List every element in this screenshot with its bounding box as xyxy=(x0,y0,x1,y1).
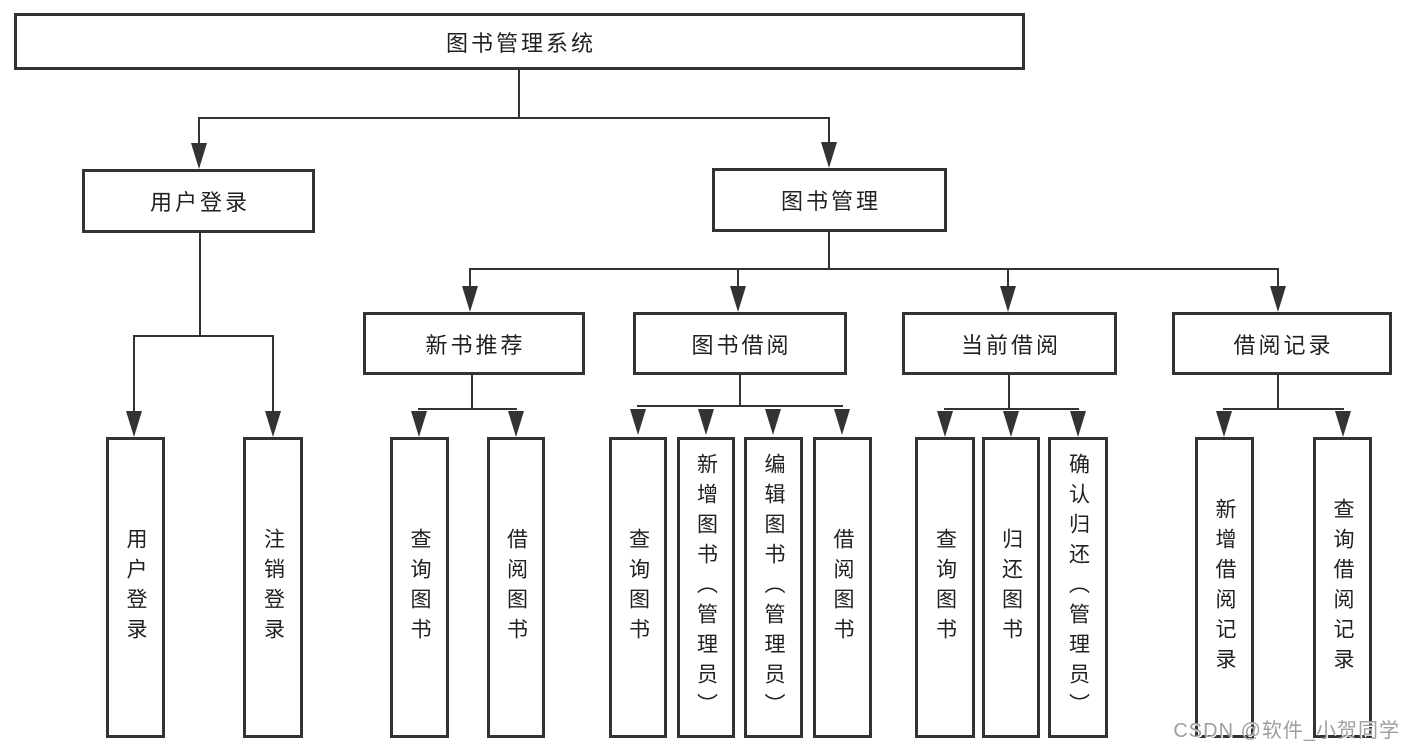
connector-line xyxy=(272,335,274,412)
arrow-down-icon xyxy=(1070,411,1086,437)
leaf-query-books-current: 查询图书 xyxy=(915,437,975,738)
node-label: 借阅记录 xyxy=(1233,332,1334,358)
connector-line xyxy=(1008,375,1010,410)
connector-line xyxy=(1223,408,1344,410)
node-label: 新增借阅记录 xyxy=(1213,497,1236,678)
node-label: 新增图书（管理员） xyxy=(694,452,718,723)
arrow-down-icon xyxy=(730,286,746,312)
arrow-down-icon xyxy=(265,411,281,437)
leaf-edit-books-admin: 编辑图书（管理员） xyxy=(744,437,803,738)
arrow-down-icon xyxy=(1335,411,1351,437)
node-label: 当前借阅 xyxy=(960,332,1061,358)
leaf-user-login: 用户登录 xyxy=(106,437,165,738)
leaf-query-books-borrow: 查询图书 xyxy=(609,437,667,738)
connector-line xyxy=(1277,375,1279,410)
connector-line xyxy=(828,117,830,144)
arrow-down-icon xyxy=(698,409,714,435)
arrow-down-icon xyxy=(508,411,524,437)
node-label: 确认归还（管理员） xyxy=(1066,452,1090,723)
connector-line xyxy=(944,408,1079,410)
arrow-down-icon xyxy=(765,409,781,435)
leaf-query-books-recommend: 查询图书 xyxy=(390,437,449,738)
node-label: 图书管理 xyxy=(780,189,881,214)
node-label: 借阅图书 xyxy=(504,527,528,648)
connector-line xyxy=(1277,268,1279,288)
node-label: 图书管理系统 xyxy=(445,30,596,56)
leaf-return-books: 归还图书 xyxy=(982,437,1040,738)
arrow-down-icon xyxy=(1216,411,1232,437)
arrow-down-icon xyxy=(126,411,142,437)
connector-line xyxy=(198,117,200,144)
leaf-borrow-books: 借阅图书 xyxy=(813,437,872,738)
node-borrowing-records: 借阅记录 xyxy=(1172,312,1392,375)
node-label: 新书推荐 xyxy=(425,332,526,358)
leaf-confirm-return-admin: 确认归还（管理员） xyxy=(1048,437,1108,738)
connector-line xyxy=(199,233,201,336)
connector-line xyxy=(469,268,1279,270)
connector-line xyxy=(828,232,830,270)
node-label: 查询借阅记录 xyxy=(1331,497,1354,678)
node-library-management-system: 图书管理系统 xyxy=(14,13,1025,70)
leaf-query-borrow-record: 查询借阅记录 xyxy=(1313,437,1372,738)
connector-line xyxy=(133,335,274,337)
node-label: 查询图书 xyxy=(626,527,650,648)
arrow-down-icon xyxy=(937,411,953,437)
connector-line xyxy=(198,117,830,119)
node-current-borrowing: 当前借阅 xyxy=(902,312,1117,375)
leaf-logout: 注销登录 xyxy=(243,437,303,738)
arrow-down-icon xyxy=(821,142,837,168)
connector-line xyxy=(418,408,517,410)
connector-line xyxy=(469,268,471,288)
arrow-down-icon xyxy=(630,409,646,435)
csdn-watermark: CSDN @软件_小贺同学 xyxy=(1173,720,1400,742)
connector-line xyxy=(637,405,843,407)
node-label: 归还图书 xyxy=(999,527,1023,648)
node-label: 编辑图书（管理员） xyxy=(762,452,785,723)
node-new-book-recommendation: 新书推荐 xyxy=(363,312,585,375)
node-label: 借阅图书 xyxy=(831,527,854,648)
connector-line xyxy=(739,375,741,407)
node-label: 图书借阅 xyxy=(691,332,792,358)
arrow-down-icon xyxy=(191,143,207,169)
node-book-borrowing: 图书借阅 xyxy=(633,312,847,375)
node-label: 用户登录 xyxy=(124,527,147,648)
leaf-add-books-admin: 新增图书（管理员） xyxy=(677,437,735,738)
leaf-add-borrow-record: 新增借阅记录 xyxy=(1195,437,1254,738)
connector-line xyxy=(1007,268,1009,288)
arrow-down-icon xyxy=(1000,286,1016,312)
node-book-management: 图书管理 xyxy=(712,168,947,232)
node-label: 查询图书 xyxy=(933,527,957,648)
connector-line xyxy=(471,375,473,410)
arrow-down-icon xyxy=(834,409,850,435)
node-label: 查询图书 xyxy=(408,527,431,648)
leaf-borrow-books-recommend: 借阅图书 xyxy=(487,437,545,738)
connector-line xyxy=(518,70,520,118)
node-label: 用户登录 xyxy=(149,190,250,215)
arrow-down-icon xyxy=(1003,411,1019,437)
node-label: 注销登录 xyxy=(261,527,285,648)
arrow-down-icon xyxy=(1270,286,1286,312)
connector-line xyxy=(737,268,739,288)
node-user-login: 用户登录 xyxy=(82,169,315,233)
arrow-down-icon xyxy=(411,411,427,437)
arrow-down-icon xyxy=(462,286,478,312)
connector-line xyxy=(133,335,135,412)
